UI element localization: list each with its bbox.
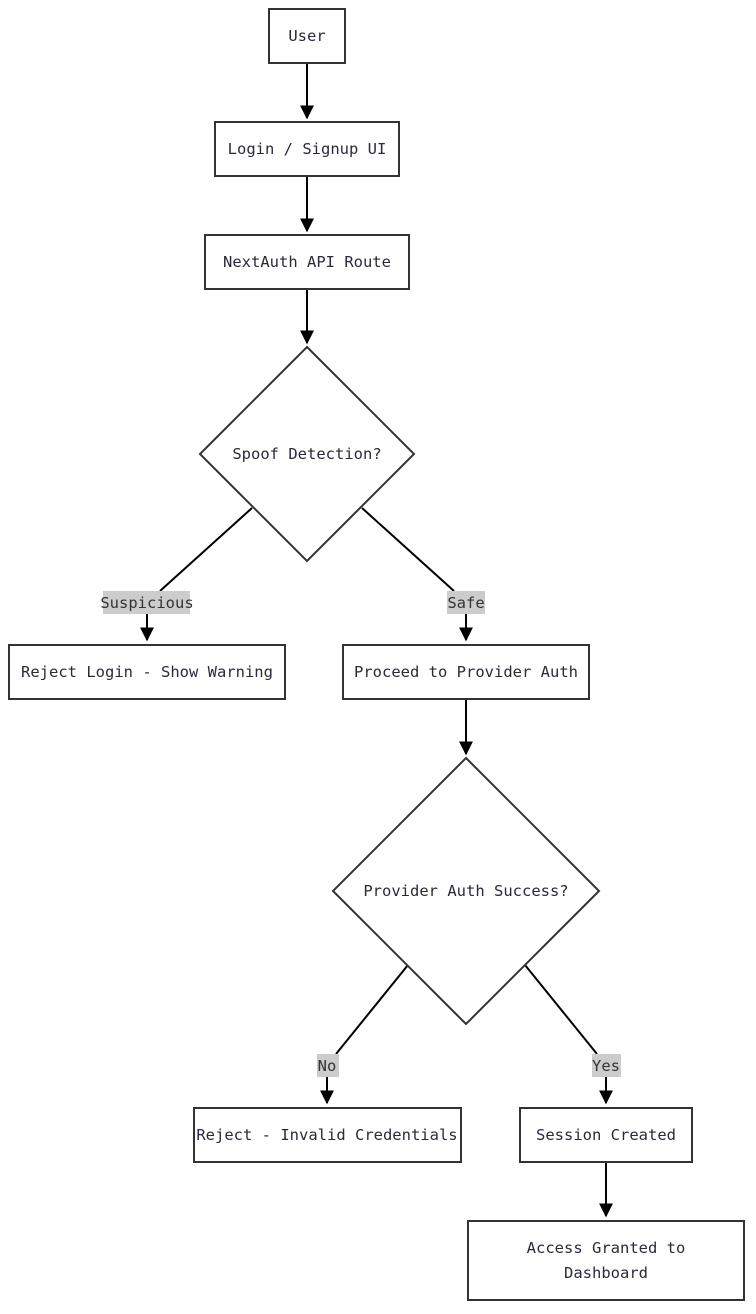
node-proceed-provider-auth-label: Proceed to Provider Auth — [354, 663, 578, 681]
node-nextauth-api-route-label: NextAuth API Route — [223, 253, 391, 271]
edge-label-safe: Safe — [447, 591, 485, 614]
node-reject-login-label: Reject Login - Show Warning — [21, 663, 273, 681]
edge-provider-to-no — [335, 964, 409, 1055]
decision-spoof-detection: Spoof Detection? — [198, 345, 416, 563]
edge-label-safe-text: Safe — [447, 594, 484, 612]
node-login-signup-ui-label: Login / Signup UI — [228, 140, 387, 158]
edge-provider-to-yes — [524, 964, 598, 1055]
edge-label-suspicious-text: Suspicious — [100, 594, 193, 612]
node-access-granted: Access Granted to Dashboard — [467, 1220, 745, 1301]
node-reject-invalid-credentials-label: Reject - Invalid Credentials — [196, 1126, 457, 1144]
node-reject-login: Reject Login - Show Warning — [8, 644, 286, 700]
edge-label-yes-text: Yes — [592, 1057, 620, 1075]
decision-provider-auth-success-label: Provider Auth Success? — [363, 882, 568, 900]
node-proceed-provider-auth: Proceed to Provider Auth — [342, 644, 590, 700]
nodes: User Login / Signup UI NextAuth API Rout… — [8, 8, 745, 1301]
edge-spoof-to-suspicious — [159, 507, 253, 592]
node-user: User — [268, 8, 346, 64]
node-nextauth-api-route: NextAuth API Route — [204, 234, 410, 290]
edge-labels: Suspicious Safe No Yes — [100, 591, 621, 1077]
node-login-signup-ui: Login / Signup UI — [214, 121, 400, 177]
node-session-created-label: Session Created — [536, 1126, 676, 1144]
edge-label-suspicious: Suspicious — [100, 591, 194, 614]
node-access-granted-label-line2: Dashboard — [564, 1264, 648, 1282]
edges — [140, 63, 613, 1218]
node-access-granted-label-line1: Access Granted to — [527, 1239, 686, 1257]
node-reject-invalid-credentials: Reject - Invalid Credentials — [193, 1107, 462, 1163]
decision-spoof-detection-label: Spoof Detection? — [232, 445, 381, 463]
edge-spoof-to-safe — [361, 507, 455, 592]
decision-provider-auth-success: Provider Auth Success? — [331, 756, 601, 1026]
node-user-label: User — [288, 27, 325, 45]
edge-label-yes: Yes — [592, 1054, 621, 1077]
node-session-created: Session Created — [519, 1107, 693, 1163]
edge-label-no-text: No — [318, 1057, 337, 1075]
edge-label-no: No — [317, 1054, 339, 1077]
